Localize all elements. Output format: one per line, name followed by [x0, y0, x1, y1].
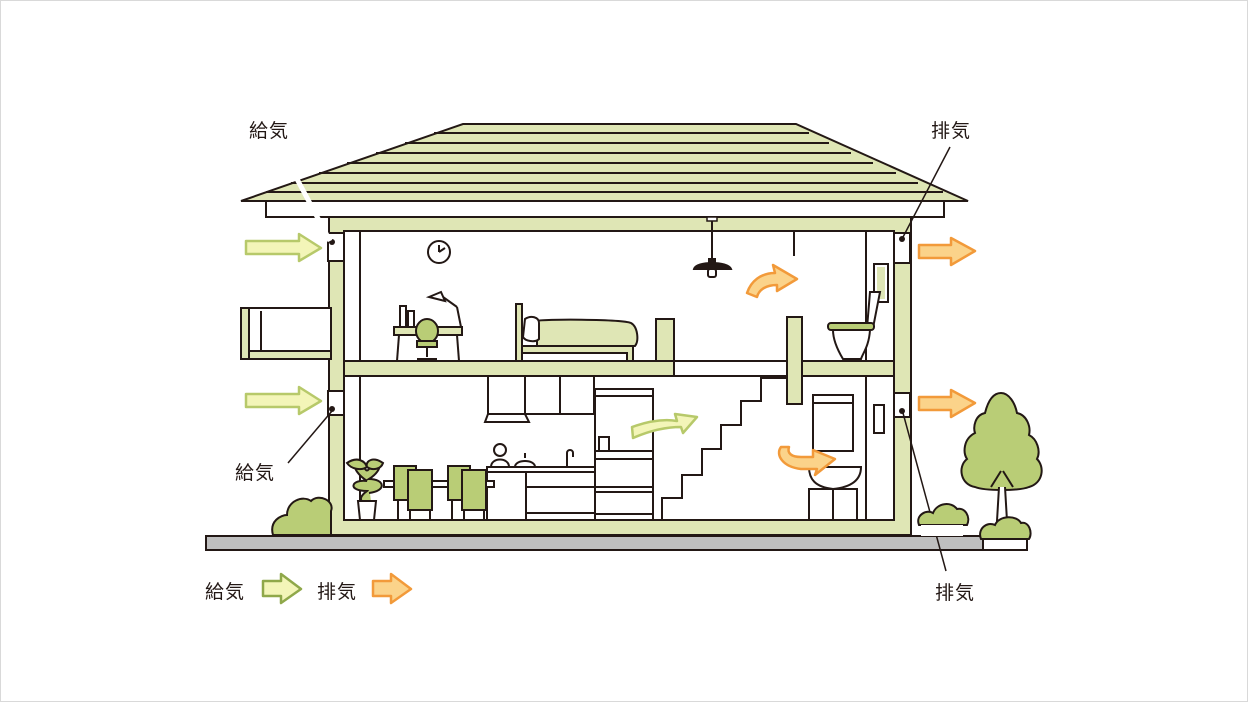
bush-left [271, 496, 333, 536]
desk [393, 305, 463, 362]
tree-icon [960, 391, 1043, 522]
ground [205, 535, 1027, 551]
exhaust-arrow-upper [917, 236, 977, 267]
clock-icon [427, 240, 451, 264]
bed-icon [515, 303, 639, 362]
bush-right [917, 503, 1032, 551]
supply-arrow-interior [630, 412, 699, 440]
staircase [661, 377, 787, 520]
exhaust-arrow-lower [917, 388, 977, 419]
potted-plant [345, 458, 385, 521]
lamp-icon [425, 290, 462, 328]
exhaust-arrow-interior-upper [745, 263, 799, 299]
kettle-icon [489, 443, 537, 468]
legend-supply-arrow [261, 572, 303, 605]
downstairs-toilet [807, 394, 885, 521]
roof [240, 123, 969, 218]
supply-arrow-lower [244, 385, 323, 416]
legend-supply-label: 給気 [205, 581, 246, 603]
toilet-icon [827, 263, 889, 360]
kitchen-cabinets [483, 375, 654, 521]
exhaust-label-bottom: 排気 [935, 582, 976, 604]
supply-arrow-upper [244, 232, 323, 263]
exhaust-arrow-interior-lower [777, 445, 837, 477]
dining-set [383, 465, 495, 520]
supply-label-top: 給気 [249, 120, 290, 142]
exhaust-vent-lower [893, 392, 911, 418]
supply-label-bottom: 給気 [235, 462, 276, 484]
pendant-light-icon [692, 216, 733, 278]
exhaust-vent-upper [893, 232, 911, 264]
legend-exhaust-label: 排気 [317, 581, 358, 603]
legend-exhaust-arrow [371, 572, 413, 605]
bay-window [240, 307, 332, 360]
exhaust-label-top: 排気 [931, 120, 972, 142]
